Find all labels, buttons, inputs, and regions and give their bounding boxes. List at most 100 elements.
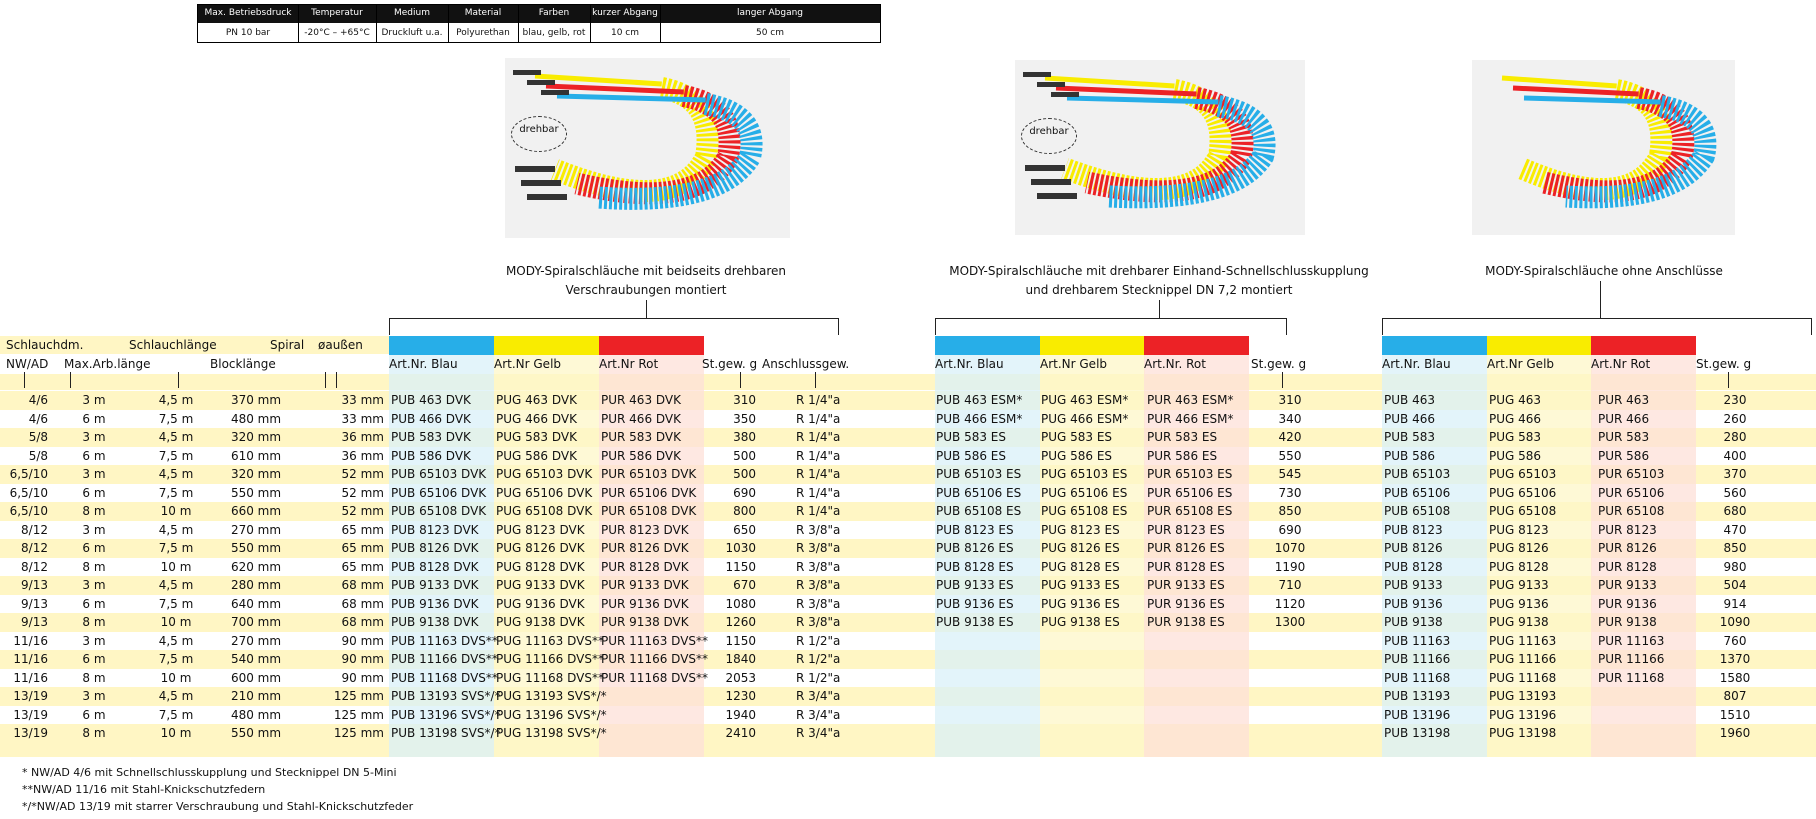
table-cell: 9/13: [21, 578, 48, 592]
fitting: [541, 90, 569, 95]
table-cell: PUB 466: [1384, 411, 1435, 426]
table-cell: 36 mm: [341, 448, 384, 463]
table-cell: 550: [1278, 448, 1302, 463]
footnote: **NW/AD 11/16 mit Stahl-Knickschutzfeder…: [22, 783, 266, 796]
table-cell: R 3/8"a: [796, 578, 841, 592]
table-cell: PUG 8123: [1489, 522, 1549, 537]
table-cell: PUR 9136 DVK: [601, 596, 689, 611]
table-cell: PUG 8128: [1489, 559, 1549, 574]
table-cell: 280 mm: [230, 578, 282, 592]
table-cell: 710: [1278, 578, 1302, 592]
table-cell: 7,5 m: [158, 541, 194, 555]
table-cell: PUB 463 ESM*: [936, 393, 1023, 407]
table-cell: PUR 65108 DVK: [601, 504, 697, 518]
table-cell: 350: [733, 411, 756, 426]
table-cell: 6 m: [82, 596, 106, 611]
table-cell: 8 m: [82, 670, 106, 685]
product-caption: MODY-Spiralschläuche mit beidseits drehb…: [505, 264, 787, 278]
column-tint: [389, 355, 494, 757]
table-cell: PUB 65106 ES: [936, 485, 1022, 500]
table-cell: PUB 11168 DVS**: [391, 670, 498, 685]
table-cell: 10 m: [160, 615, 192, 629]
fitting: [1031, 179, 1071, 185]
table-cell: R 1/4"a: [796, 448, 841, 463]
table-cell: PUB 466 DVK: [391, 411, 471, 426]
table-cell: R 1/4"a: [796, 411, 841, 426]
table-cell: PUR 65108: [1598, 504, 1665, 518]
header-tick: [24, 372, 25, 388]
table-cell: 7,5 m: [158, 448, 194, 463]
table-cell: 210 mm: [230, 689, 282, 703]
table-cell: PUR 583 ES: [1147, 430, 1218, 444]
table-cell: PUB 9136: [1384, 596, 1443, 611]
table-cell: PUR 11168: [1598, 670, 1665, 685]
table-cell: 4/6: [28, 393, 48, 407]
table-cell: PUB 466 ESM*: [936, 411, 1023, 426]
fitting: [1025, 165, 1065, 171]
table-cell: 4,5 m: [158, 689, 194, 703]
table-cell: PUB 586 DVK: [391, 448, 471, 463]
table-cell: 500: [733, 467, 756, 481]
product-caption: MODY-Spiralschläuche mit drehbarer Einha…: [949, 264, 1369, 278]
table-cell: PUB 463: [1384, 393, 1435, 407]
table-cell: 2053: [725, 670, 756, 685]
table-cell: PUG 11166: [1489, 652, 1557, 666]
table-cell: R 3/8"a: [796, 522, 841, 537]
table-cell: 545: [1278, 467, 1302, 481]
table-cell: 3 m: [82, 430, 106, 444]
column-tint: [1040, 355, 1145, 757]
table-cell: PUR 11166 DVS**: [601, 652, 709, 666]
table-cell: PUR 8128 DVK: [601, 559, 689, 574]
column-header: Spiral: [270, 338, 305, 352]
table-cell: PUB 13198: [1384, 726, 1451, 740]
column-tint: [599, 355, 704, 757]
color-header-bar: [599, 336, 704, 355]
table-cell: 540 mm: [230, 652, 282, 666]
spec-header-cell: Farben: [538, 8, 570, 18]
hose-coil: [1565, 95, 1717, 209]
table-cell: 420: [1278, 430, 1302, 444]
spec-header-bar: [198, 5, 880, 23]
table-cell: PUG 8123 ES: [1041, 522, 1120, 537]
table-cell: PUB 65103: [1384, 467, 1451, 481]
table-cell: 550 mm: [230, 485, 282, 500]
table-cell: PUB 8123 DVK: [391, 522, 479, 537]
table-cell: 11/16: [13, 633, 48, 648]
table-cell: 13/19: [13, 689, 48, 703]
table-cell: 4,5 m: [158, 393, 194, 407]
table-cell: 2410: [725, 726, 756, 740]
table-cell: PUG 11163 DVS**: [496, 633, 604, 648]
table-cell: 6 m: [82, 411, 106, 426]
table-cell: PUR 8123 ES: [1147, 522, 1225, 537]
table-cell: 914: [1723, 596, 1747, 611]
table-cell: PUR 9138: [1598, 615, 1657, 629]
table-cell: PUB 586 ES: [936, 448, 1006, 463]
table-cell: PUG 13198 SVS*/*: [496, 726, 607, 740]
table-cell: 4,5 m: [158, 522, 194, 537]
table-cell: PUB 9133: [1384, 578, 1443, 592]
column-header: Schlauchlänge: [129, 338, 217, 352]
table-cell: 1300: [1274, 615, 1306, 629]
table-cell: PUR 583: [1598, 430, 1650, 444]
table-cell: PUR 65108 ES: [1147, 504, 1233, 518]
table-cell: 125 mm: [333, 707, 384, 722]
table-cell: 1580: [1719, 670, 1751, 685]
hose-coil: [598, 93, 763, 210]
spec-header-cell: langer Abgang: [736, 8, 804, 18]
table-cell: 9/13: [21, 596, 48, 611]
table-cell: 11/16: [13, 652, 48, 666]
table-cell: R 3/4"a: [796, 707, 841, 722]
rotation-label: drehbar: [1029, 126, 1069, 137]
table-cell: PUB 8126 DVK: [391, 541, 479, 555]
table-cell: PUG 13196: [1489, 707, 1557, 722]
table-cell: R 3/4"a: [796, 689, 841, 703]
table-cell: 6 m: [82, 652, 106, 666]
table-cell: 1940: [725, 707, 756, 722]
hose-coil: [1517, 79, 1673, 200]
table-cell: PUR 8123 DVK: [601, 522, 689, 537]
table-cell: 550 mm: [230, 726, 282, 740]
hose-lead: [1512, 85, 1639, 97]
table-cell: PUB 9138 DVK: [391, 615, 479, 629]
header-tick: [70, 372, 71, 388]
table-cell: PUB 65106: [1384, 485, 1451, 500]
